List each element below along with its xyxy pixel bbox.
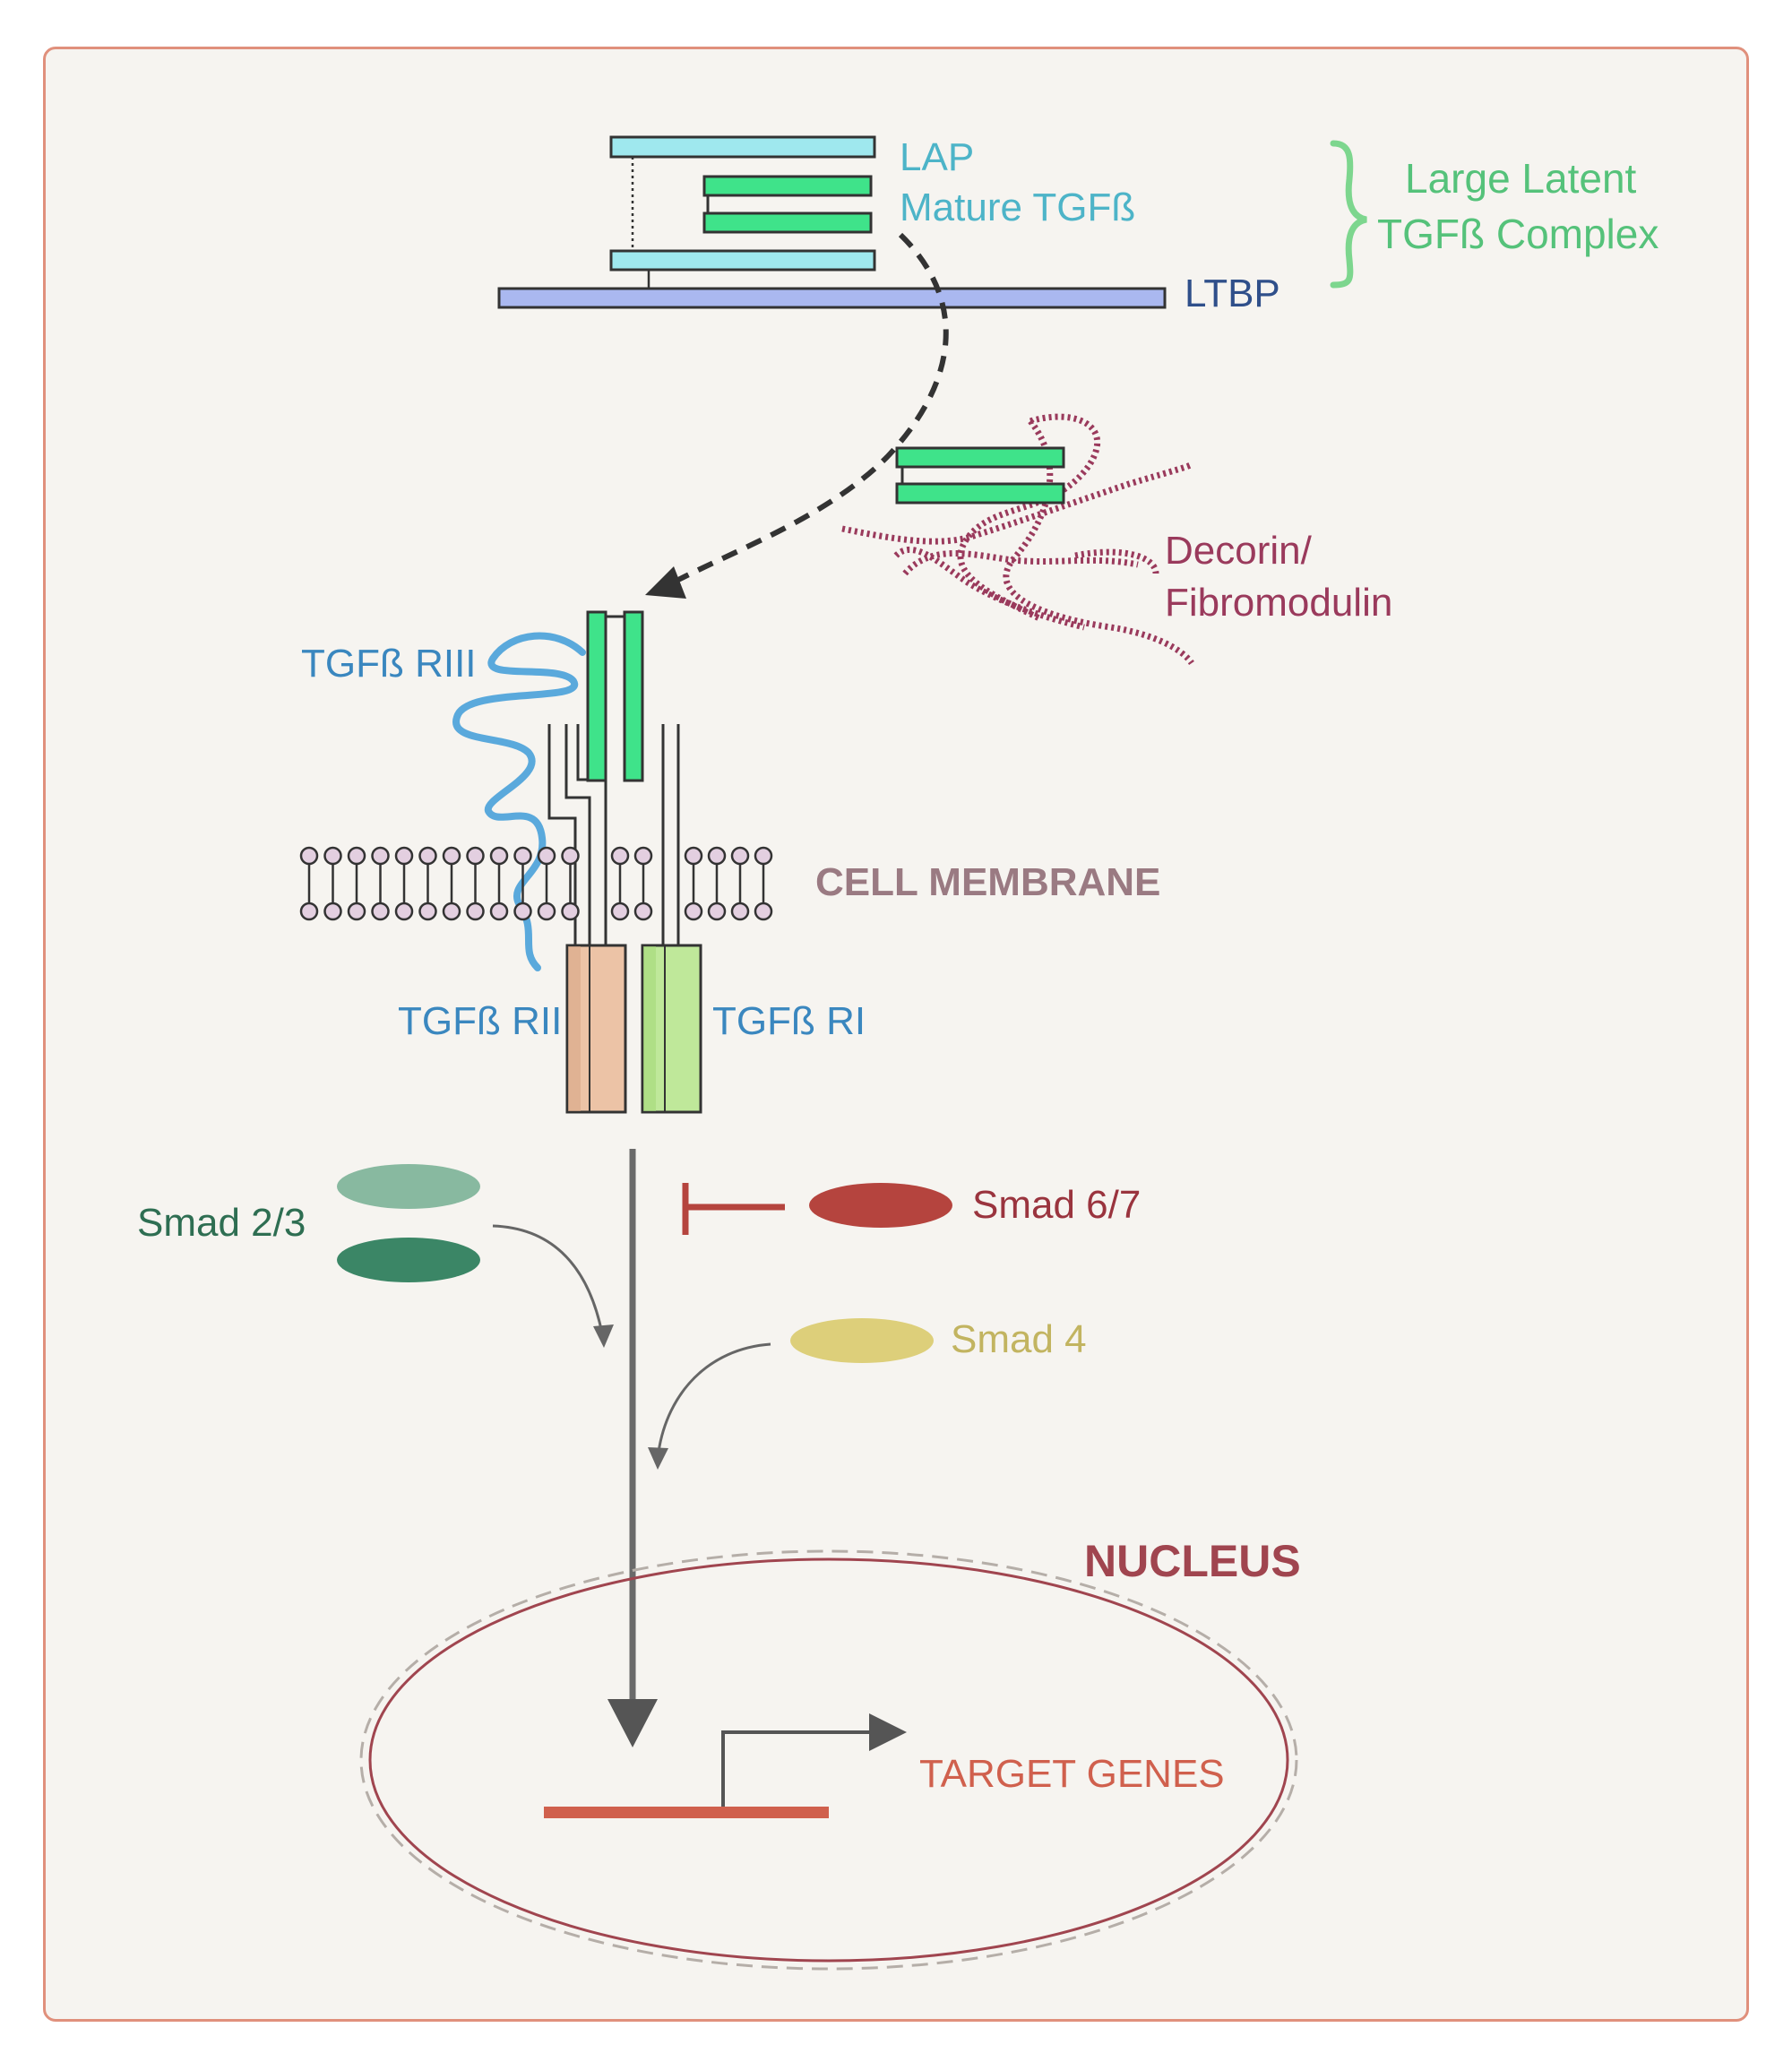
- mature-tgfb-bar-1: [702, 175, 873, 197]
- release-arrow: [675, 232, 949, 583]
- tgfb-rii-label: TGFß RII: [398, 999, 563, 1043]
- transcription-start: [721, 1730, 874, 1807]
- tgfb-ri-body: [641, 944, 702, 1114]
- release-arrowhead: [645, 566, 686, 599]
- free-tgfb-dimer: [895, 446, 1065, 505]
- tgfb-riii-label: TGFß RIII: [301, 642, 477, 686]
- target-genes-label: TARGET GENES: [919, 1752, 1225, 1796]
- mature-tgfb-label: Mature TGFß: [900, 185, 1136, 229]
- smad23-label: Smad 2/3: [137, 1201, 306, 1245]
- decorin-label-2: Fibromodulin: [1165, 581, 1393, 625]
- bound-tgfb-dimer: [586, 610, 644, 782]
- diagram-frame: [43, 47, 1749, 2022]
- mature-tgfb-bar-2: [702, 211, 873, 234]
- smad4-ellipse: [790, 1318, 934, 1363]
- ltbp-label: LTBP: [1185, 272, 1280, 315]
- ltbp-bar: [497, 287, 1167, 309]
- lap-bar-top: [609, 135, 876, 159]
- nucleus-label: NUCLEUS: [1084, 1536, 1301, 1586]
- smad23-arrow: [492, 1224, 604, 1334]
- smad4-arrow: [657, 1342, 771, 1453]
- smad67-ellipse: [809, 1183, 952, 1228]
- smad23-dark-ellipse: [337, 1238, 480, 1282]
- cell-membrane-label: CELL MEMBRANE: [815, 860, 1161, 904]
- large-latent-complex: [497, 135, 1167, 309]
- nucleus-outer: [359, 1549, 1298, 1971]
- lap-bar-bottom: [609, 249, 876, 272]
- tgfb-riii-chain: [452, 632, 586, 971]
- smad67-label: Smad 6/7: [972, 1183, 1142, 1227]
- large-latent-label-1: Large Latent: [1405, 155, 1637, 202]
- decorin-label-1: Decorin/: [1165, 529, 1312, 573]
- receptor-stalks: [547, 724, 680, 947]
- smad4-label: Smad 4: [951, 1317, 1087, 1361]
- nucleus-membrane: [368, 1557, 1289, 1963]
- tgfb-rii-body: [565, 944, 627, 1114]
- smad23-light-ellipse: [337, 1164, 480, 1209]
- tgfb-ri-label: TGFß RI: [712, 999, 866, 1043]
- transcription-arrowhead: [869, 1713, 907, 1751]
- complex-brace: [1330, 140, 1367, 289]
- cell-membrane: [299, 846, 773, 921]
- large-latent-label-2: TGFß Complex: [1377, 211, 1659, 257]
- pathway-arrowhead: [607, 1699, 658, 1747]
- target-gene-bar: [544, 1807, 829, 1818]
- lap-label: LAP: [900, 135, 975, 179]
